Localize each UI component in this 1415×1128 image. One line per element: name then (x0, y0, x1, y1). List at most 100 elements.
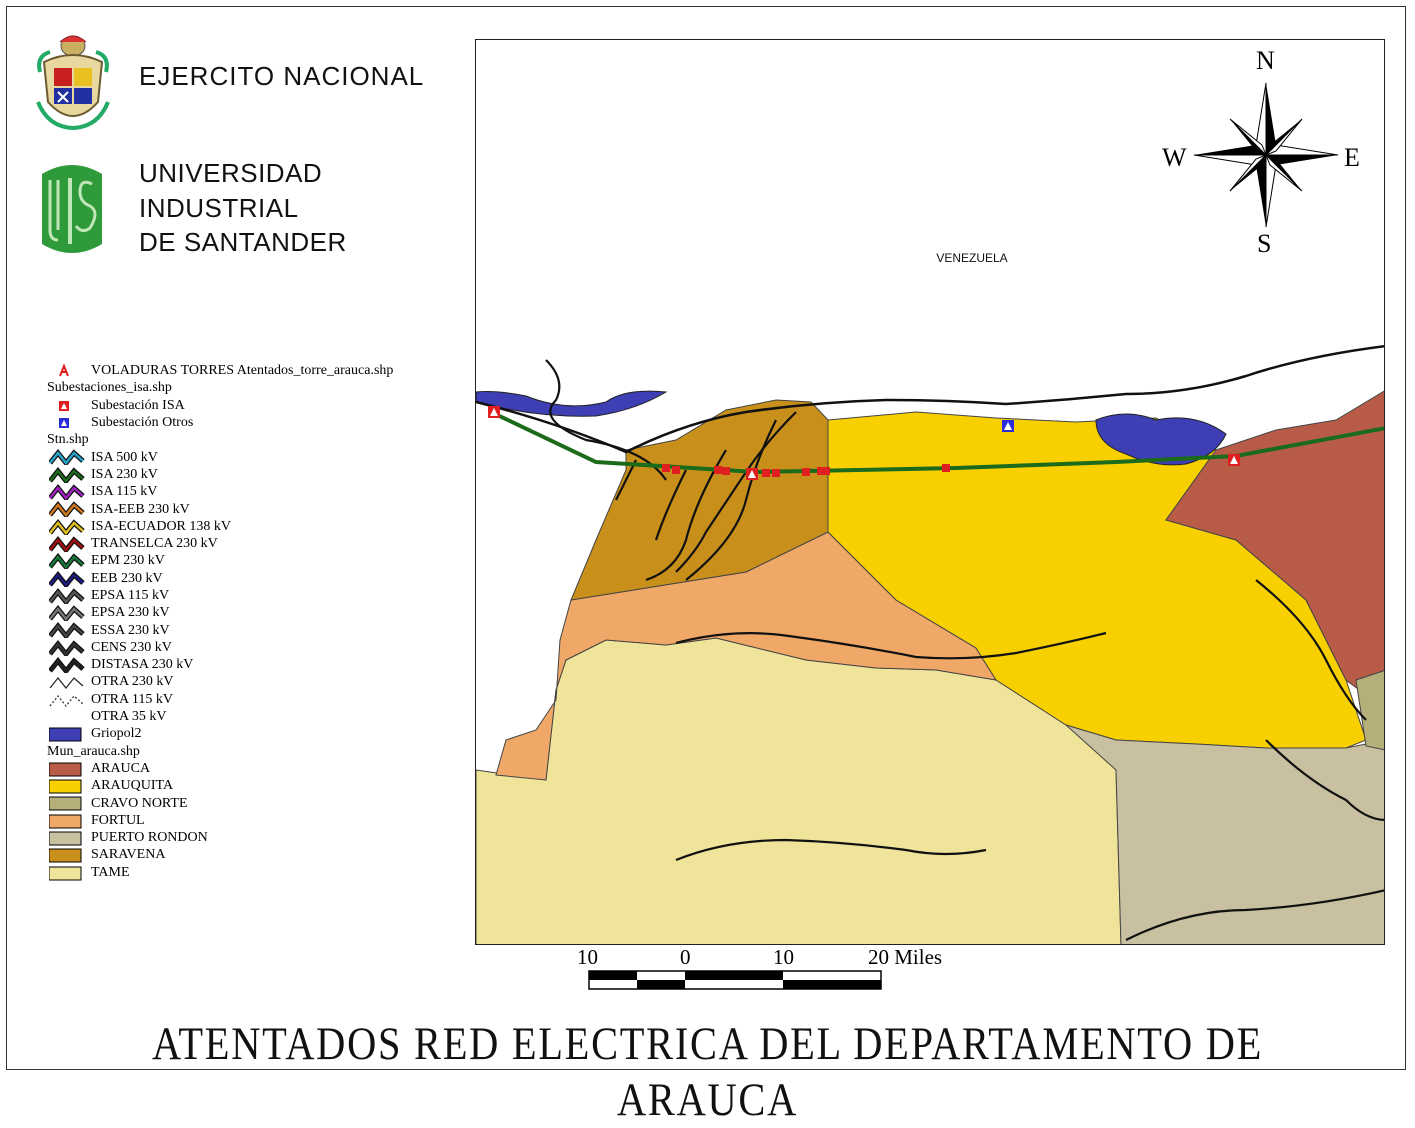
legend-label: EPSA 230 kV (91, 605, 170, 621)
legend-label: TRANSELCA 230 kV (91, 536, 218, 552)
legend-row: EEB 230 kV (47, 570, 467, 587)
legend-row: ISA-ECUADOR 138 kV (47, 518, 467, 535)
legend-label: Stn.shp (47, 432, 89, 448)
legend-label: OTRA 230 kV (91, 674, 174, 690)
legend-swatch (49, 762, 82, 777)
country-border (476, 345, 1384, 454)
legend-row: Subestaciones_isa.shp (47, 379, 467, 396)
legend-row: FORTUL (47, 812, 467, 829)
tower-attack-marker[interactable] (672, 466, 680, 474)
legend-label: ARAUQUITA (91, 778, 174, 794)
legend-row: ARAUCA (47, 760, 467, 777)
map-panel[interactable]: VENEZUELA (475, 39, 1385, 945)
legend-swatch (49, 814, 82, 829)
legend-label: EPSA 115 kV (91, 588, 170, 603)
legend-row: VOLADURAS TORRES Atentados_torre_arauca.… (47, 362, 467, 379)
map-title: ATENTADOS RED ELECTRICA DEL DEPARTAMENTO… (151, 1018, 1264, 1126)
legend-label: ESSA 230 kV (91, 622, 170, 638)
legend-label: FORTUL (91, 812, 145, 828)
legend-row: ISA 115 kV (47, 483, 467, 501)
tower-attack-marker[interactable] (722, 467, 730, 475)
tower-attack-marker[interactable] (662, 464, 670, 472)
legend-point-icon (59, 363, 69, 377)
legend-swatch (49, 831, 82, 846)
map-frame (6, 6, 1406, 1070)
compass-south-label: S (1257, 229, 1272, 258)
tower-attack-marker[interactable] (714, 466, 722, 474)
tower-attack-marker[interactable] (817, 467, 825, 475)
legend-label: CRAVO NORTE (91, 795, 188, 811)
legend-swatch (49, 779, 82, 794)
legend-label: ARAUCA (91, 760, 151, 776)
legend-line-icon (49, 657, 85, 674)
legend-point-icon (59, 417, 69, 428)
compass-west-label: W (1162, 143, 1187, 172)
ejercito-emblem-icon (36, 35, 110, 131)
legend-point-icon (59, 400, 69, 411)
legend-label: OTRA 115 kV (91, 691, 173, 707)
legend-row: Subestación Otros (47, 414, 467, 431)
org-uis-line-3: DE SANTANDER (139, 227, 347, 257)
legend-label: DISTASA 230 kV (91, 657, 194, 673)
scale-bar (588, 970, 882, 990)
tower-attack-marker[interactable] (942, 464, 950, 472)
scale-label-10-right: 10 (773, 945, 794, 969)
legend-line-icon (49, 518, 85, 535)
map-canvas[interactable]: VENEZUELA (476, 40, 1385, 945)
tower-attack-markers[interactable] (662, 464, 950, 477)
scale-label-20-miles: 20 Miles (868, 945, 943, 969)
legend-row: TRANSELCA 230 kV (47, 535, 467, 552)
substation-markers[interactable] (488, 406, 1240, 480)
org-ejercito-label: EJERCITO NACIONAL (139, 61, 425, 91)
legend-swatch (49, 796, 82, 811)
legend-label: OTRA 35 kV (91, 709, 167, 725)
tower-attack-marker[interactable] (802, 468, 810, 476)
legend-label: Subestación ISA (91, 397, 185, 413)
legend-line-icon (49, 553, 85, 570)
org-uis-line-2: INDUSTRIAL (139, 193, 299, 223)
legend-row: OTRA 115 kV (47, 691, 467, 708)
legend-row: ISA 500 kV (47, 448, 467, 466)
legend-line-icon (49, 694, 84, 707)
legend-line-icon (49, 449, 85, 466)
legend-label: ISA 500 kV (91, 449, 158, 465)
legend-row: CRAVO NORTE (47, 794, 467, 811)
water-body-west (476, 390, 668, 417)
legend-label: EEB 230 kV (91, 570, 163, 586)
tower-attack-marker[interactable] (772, 469, 780, 477)
tower-attack-marker[interactable] (762, 469, 770, 477)
legend-line-icon (49, 639, 85, 656)
legend-line-icon (49, 709, 85, 725)
legend-line-icon (49, 677, 84, 690)
legend-swatch (49, 848, 82, 863)
legend-row: Subestación ISA (47, 397, 467, 414)
legend-label: TAME (91, 864, 130, 880)
legend-row: ARAUQUITA (47, 777, 467, 794)
legend-row: ISA 230 kV (47, 466, 467, 483)
legend-line-icon (49, 484, 85, 501)
legend-line-icon (49, 622, 85, 639)
legend-line-icon (49, 587, 85, 604)
legend-row: ISA-EEB 230 kV (47, 500, 467, 518)
legend-row: OTRA 230 kV (47, 673, 467, 690)
legend-label: EPM 230 kV (91, 553, 165, 569)
legend-row: EPM 230 kV (47, 552, 467, 570)
uis-logo-icon (42, 165, 102, 253)
legend-label: SARAVENA (91, 847, 166, 863)
region-cravo-norte[interactable] (1355, 670, 1385, 751)
legend-row: Stn.shp (47, 431, 467, 448)
legend-row: ESSA 230 kV (47, 621, 467, 639)
legend-row: EPSA 230 kV (47, 604, 467, 622)
tower-attack-marker[interactable] (822, 467, 830, 475)
legend-row: CENS 230 kV (47, 639, 467, 656)
legend-row: TAME (47, 864, 467, 881)
legend-row: Griopol2 (47, 725, 467, 742)
legend-label: Subestación Otros (91, 415, 194, 431)
legend-line-icon (49, 466, 85, 483)
legend-label: VOLADURAS TORRES Atentados_torre_arauca.… (91, 363, 394, 379)
legend-label: ISA-EEB 230 kV (91, 501, 190, 517)
compass-north-label: N (1256, 46, 1275, 75)
legend-label: ISA-ECUADOR 138 kV (91, 518, 231, 534)
compass-east-label: E (1344, 143, 1360, 172)
legend-row: SARAVENA (47, 846, 467, 863)
